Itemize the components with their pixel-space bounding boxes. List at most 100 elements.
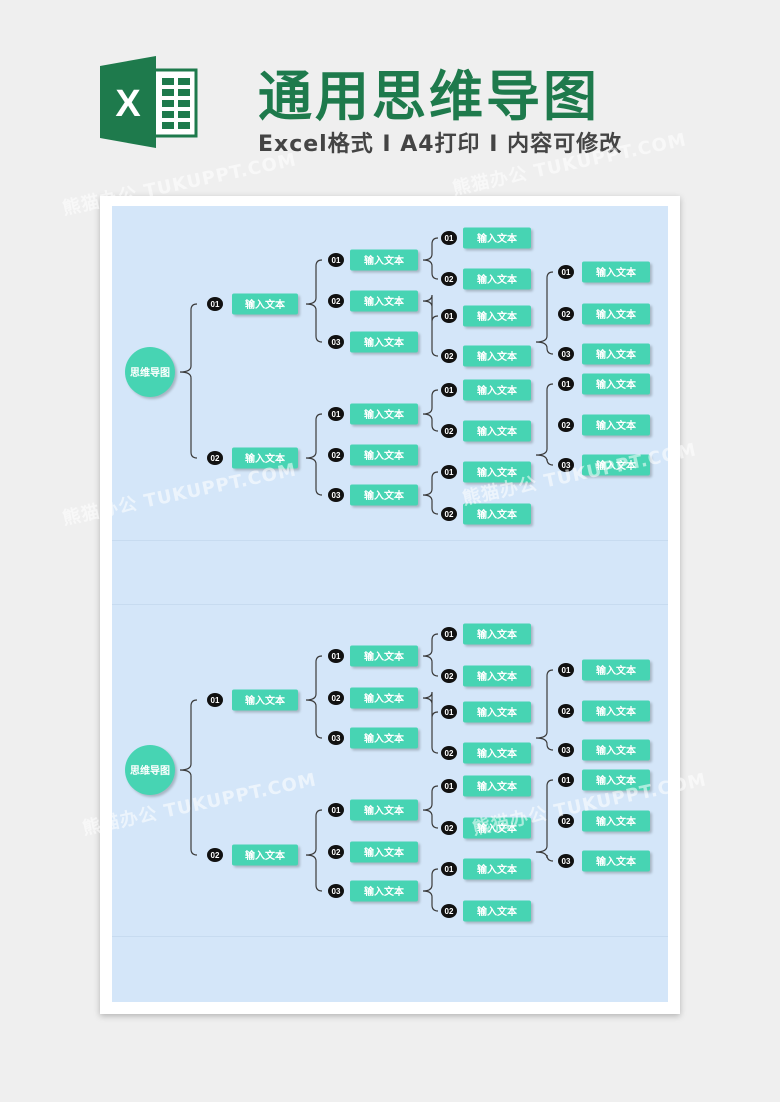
root-node[interactable] — [125, 745, 175, 795]
text-node[interactable] — [463, 817, 531, 839]
text-node[interactable] — [582, 810, 650, 832]
connector-brace — [535, 271, 554, 355]
text-node[interactable] — [463, 623, 531, 645]
text-node[interactable] — [463, 268, 531, 290]
logo-letter: X — [115, 83, 141, 125]
text-node[interactable] — [232, 844, 298, 866]
connector-brace — [422, 471, 439, 515]
number-badge-label: 02 — [332, 297, 341, 306]
connector-brace — [422, 691, 439, 754]
text-node-label: 输入文本 — [596, 815, 637, 828]
text-node[interactable] — [463, 503, 531, 525]
root-node-label: 思维导图 — [130, 764, 170, 777]
text-node[interactable] — [463, 227, 531, 249]
text-node[interactable] — [350, 687, 418, 709]
number-badge-label: 01 — [211, 696, 220, 705]
number-badge — [328, 884, 344, 898]
text-node-label: 输入文本 — [596, 705, 637, 718]
number-badge-label: 02 — [562, 707, 571, 716]
text-node[interactable] — [582, 373, 650, 395]
text-node[interactable] — [463, 345, 531, 367]
number-badge-label: 02 — [445, 510, 454, 519]
text-node[interactable] — [463, 461, 531, 483]
text-node[interactable] — [582, 659, 650, 681]
text-node[interactable] — [582, 850, 650, 872]
text-node-label: 输入文本 — [364, 254, 405, 267]
number-badge-label: 02 — [211, 851, 220, 860]
text-node[interactable] — [350, 484, 418, 506]
text-node-label: 输入文本 — [596, 419, 637, 432]
text-node[interactable] — [350, 444, 418, 466]
page-divider — [112, 604, 668, 605]
text-node[interactable] — [350, 841, 418, 863]
number-badge-label: 02 — [445, 749, 454, 758]
text-node[interactable] — [350, 290, 418, 312]
number-badge-label: 02 — [445, 907, 454, 916]
text-node[interactable] — [232, 689, 298, 711]
number-badge — [441, 669, 457, 683]
text-node[interactable] — [582, 261, 650, 283]
number-badge-label: 01 — [562, 268, 571, 277]
number-badge — [441, 231, 457, 245]
text-node-label: 输入文本 — [596, 378, 637, 391]
text-node[interactable] — [463, 305, 531, 327]
page-title: 通用思维导图 — [258, 65, 600, 128]
number-badge — [441, 705, 457, 719]
text-node[interactable] — [350, 403, 418, 425]
text-node[interactable] — [350, 799, 418, 821]
text-node[interactable] — [350, 645, 418, 667]
number-badge-label: 01 — [562, 666, 571, 675]
number-badge — [441, 507, 457, 521]
text-node-label: 输入文本 — [596, 348, 637, 361]
text-node[interactable] — [582, 769, 650, 791]
text-node[interactable] — [232, 447, 298, 469]
number-badge — [328, 407, 344, 421]
text-node-label: 输入文本 — [364, 885, 405, 898]
text-node[interactable] — [463, 775, 531, 797]
text-node-label: 输入文本 — [364, 489, 405, 502]
text-node[interactable] — [582, 739, 650, 761]
text-node[interactable] — [582, 343, 650, 365]
text-node[interactable] — [463, 420, 531, 442]
number-badge-label: 01 — [445, 468, 454, 477]
text-node[interactable] — [463, 665, 531, 687]
connector-brace — [422, 633, 439, 677]
text-node[interactable] — [232, 293, 298, 315]
text-node[interactable] — [350, 727, 418, 749]
text-node[interactable] — [463, 900, 531, 922]
number-badge-label: 03 — [562, 746, 571, 755]
text-node-label: 输入文本 — [596, 744, 637, 757]
number-badge — [328, 845, 344, 859]
number-badge-label: 01 — [445, 630, 454, 639]
connector-brace — [305, 809, 323, 892]
text-node-label: 输入文本 — [477, 466, 518, 479]
number-badge-label: 01 — [445, 865, 454, 874]
text-node[interactable] — [463, 701, 531, 723]
text-node[interactable] — [463, 858, 531, 880]
text-node[interactable] — [350, 880, 418, 902]
text-node-label: 输入文本 — [477, 905, 518, 918]
number-badge — [558, 743, 574, 757]
text-node[interactable] — [582, 414, 650, 436]
connector-brace — [422, 389, 439, 432]
number-badge — [558, 663, 574, 677]
number-badge-label: 01 — [445, 782, 454, 791]
number-badge-label: 03 — [332, 734, 341, 743]
text-node[interactable] — [582, 454, 650, 476]
text-node-label: 输入文本 — [364, 449, 405, 462]
text-node[interactable] — [582, 700, 650, 722]
text-node[interactable] — [582, 303, 650, 325]
number-badge-label: 01 — [332, 806, 341, 815]
text-node[interactable] — [350, 331, 418, 353]
root-node[interactable] — [125, 347, 175, 397]
text-node[interactable] — [463, 379, 531, 401]
text-node[interactable] — [350, 249, 418, 271]
number-badge — [558, 704, 574, 718]
number-badge — [558, 418, 574, 432]
connector-brace — [179, 699, 198, 856]
number-badge — [441, 746, 457, 760]
number-badge — [328, 253, 344, 267]
number-badge-label: 01 — [211, 300, 220, 309]
text-node[interactable] — [463, 742, 531, 764]
number-badge-label: 01 — [332, 410, 341, 419]
